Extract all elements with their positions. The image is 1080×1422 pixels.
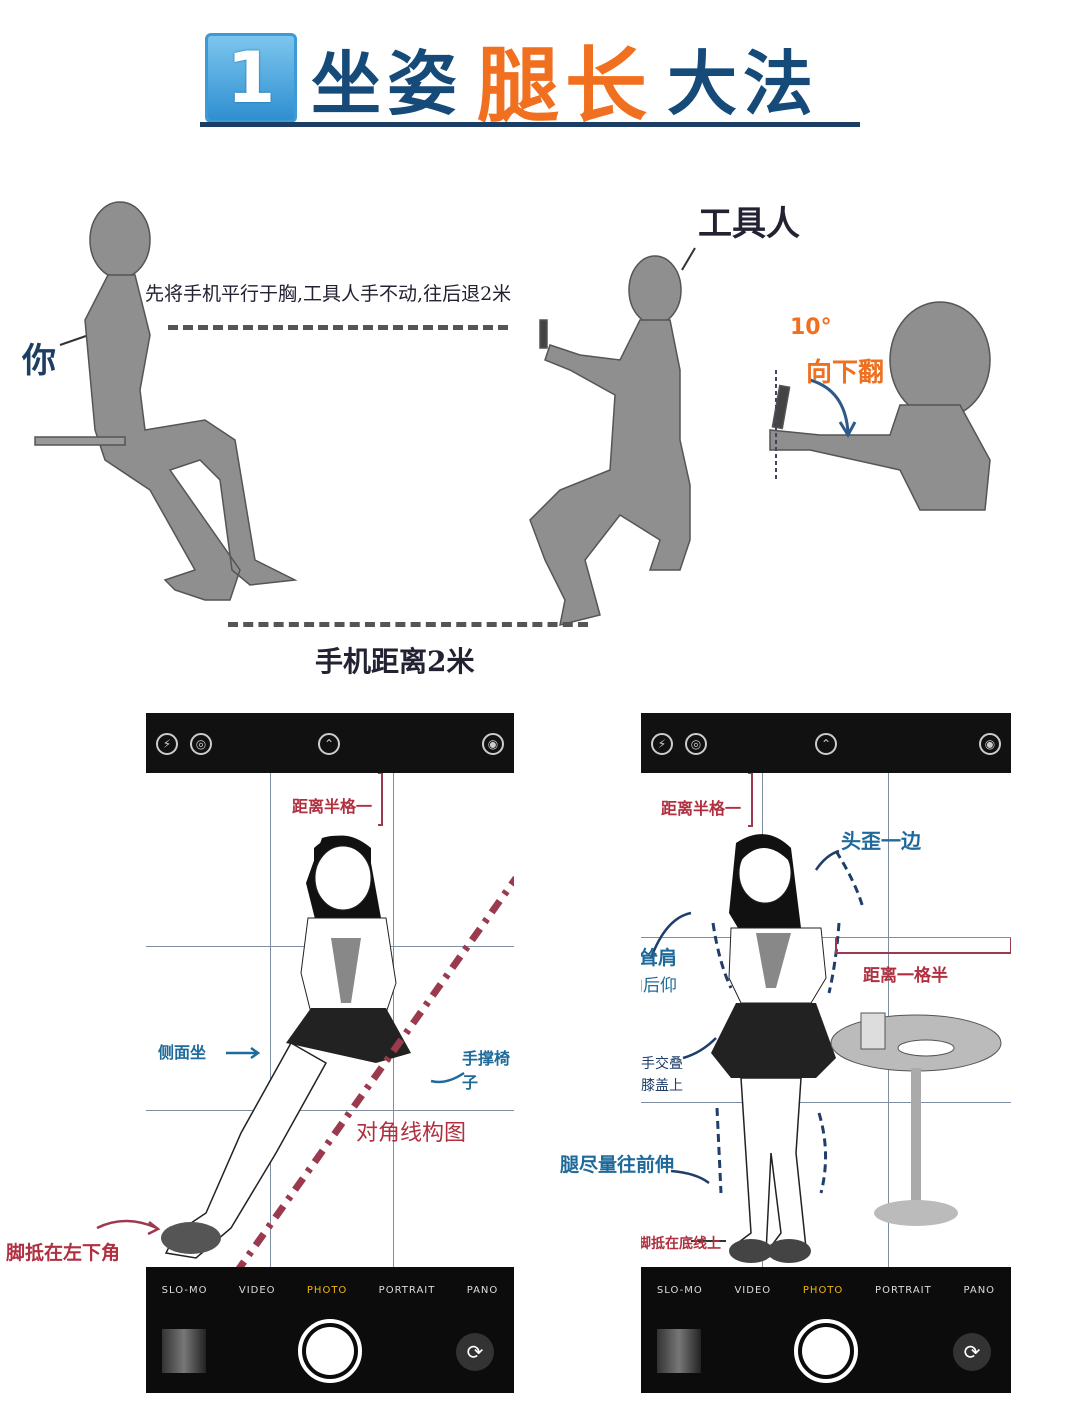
gallery-thumbnail[interactable] bbox=[162, 1329, 206, 1373]
instruction-text: 先将手机平行于胸,工具人手不动,往后退2米 bbox=[145, 283, 512, 305]
mode-video[interactable]: VIDEO bbox=[734, 1285, 772, 1296]
pose-illustration bbox=[34, 201, 991, 627]
dashed-line bbox=[168, 325, 508, 330]
girl-diagonal-illustration bbox=[161, 772, 514, 1276]
live-photo-icon[interactable]: ◉ bbox=[482, 733, 504, 755]
live-photo-icon[interactable]: ◉ bbox=[979, 733, 1001, 755]
mode-video[interactable]: VIDEO bbox=[238, 1285, 276, 1296]
flash-off-icon[interactable]: ⚡ bbox=[651, 733, 673, 755]
tilt-label: 向下翻 bbox=[806, 358, 885, 388]
page-title: 1 坐姿 腿长 大法 bbox=[205, 32, 819, 134]
flash-off-icon[interactable]: ⚡ bbox=[156, 733, 178, 755]
flip-camera-icon[interactable]: ⟳ bbox=[953, 1333, 991, 1371]
mode-pano[interactable]: PANO bbox=[466, 1285, 499, 1296]
mode-portrait[interactable]: PORTRAIT bbox=[875, 1285, 932, 1296]
camera-modes: SLO-MO VIDEO PHOTO PORTRAIT PANO bbox=[641, 1285, 1011, 1296]
half-grid-label: 距离半格一 bbox=[661, 799, 742, 818]
chevron-up-icon[interactable]: ⌃ bbox=[815, 733, 837, 755]
mode-portrait[interactable]: PORTRAIT bbox=[378, 1285, 436, 1296]
foot-line-label: 脚抵在底线上 bbox=[641, 1236, 721, 1252]
shutter-button[interactable] bbox=[794, 1319, 858, 1383]
mode-photo[interactable]: PHOTO bbox=[802, 1285, 844, 1296]
legs-forward-label: 腿尽量往前伸 bbox=[560, 1154, 675, 1176]
diagonal-label: 对角线构图 bbox=[356, 1121, 467, 1146]
title-underline bbox=[200, 122, 860, 127]
one-and-half-grid-label: 距离一格半 bbox=[863, 966, 948, 986]
arrow-icon bbox=[96, 1219, 161, 1236]
dashed-line bbox=[228, 622, 588, 627]
mode-slo-mo[interactable]: SLO-MO bbox=[656, 1285, 703, 1296]
hand-chair-label: 手撑椅子 bbox=[462, 1049, 511, 1092]
camera-bottom-bar: SLO-MO VIDEO PHOTO PORTRAIT PANO ⟳ bbox=[641, 1267, 1011, 1393]
gallery-thumbnail[interactable] bbox=[657, 1329, 701, 1373]
chevron-up-icon[interactable]: ⌃ bbox=[318, 733, 340, 755]
helper-label: 工具人 bbox=[698, 204, 800, 244]
camera-bottom-bar: SLO-MO VIDEO PHOTO PORTRAIT PANO ⟳ bbox=[146, 1267, 514, 1393]
mode-photo[interactable]: PHOTO bbox=[306, 1285, 348, 1296]
camera-screen-left: ⚡ ◎ ⌃ ◉ 距离半格一 侧面坐 手撑椅子 对角线构图 SLO-MO VIDE… bbox=[146, 713, 514, 1393]
mode-slo-mo[interactable]: SLO-MO bbox=[161, 1285, 208, 1296]
camera-top-bar: ⚡ ◎ ⌃ ◉ bbox=[146, 713, 514, 773]
girl-table-illustration bbox=[649, 772, 1011, 1263]
on-knees-label: 放在膝盖上 bbox=[641, 1078, 683, 1094]
camera-screen-right: ⚡ ◎ ⌃ ◉ 距离半格一 头歪一边 微耸肩 向后仰 距离一格半 双手交叠 放在… bbox=[641, 713, 1011, 1393]
shutter-button[interactable] bbox=[298, 1319, 362, 1383]
live-off-icon[interactable]: ◎ bbox=[685, 733, 707, 755]
distance-label: 手机距离2米 bbox=[315, 645, 475, 678]
half-grid-label: 距离半格一 bbox=[292, 797, 373, 816]
flip-camera-icon[interactable]: ⟳ bbox=[456, 1333, 494, 1371]
shoulder-label: 微耸肩 bbox=[641, 947, 677, 969]
mode-pano[interactable]: PANO bbox=[963, 1285, 996, 1296]
lean-back-label: 向后仰 bbox=[641, 976, 677, 996]
number-badge: 1 bbox=[205, 33, 297, 123]
foot-corner-label: 脚抵在左下角 bbox=[6, 1242, 121, 1264]
side-sit-label: 侧面坐 bbox=[158, 1043, 207, 1062]
head-tilt-label: 头歪一边 bbox=[841, 829, 921, 853]
camera-top-bar: ⚡ ◎ ⌃ ◉ bbox=[641, 713, 1011, 773]
live-off-icon[interactable]: ◎ bbox=[190, 733, 212, 755]
camera-modes: SLO-MO VIDEO PHOTO PORTRAIT PANO bbox=[146, 1285, 514, 1296]
you-label: 你 bbox=[22, 341, 56, 381]
hands-label: 双手交叠 bbox=[641, 1056, 683, 1072]
angle-label: 10° bbox=[790, 315, 832, 340]
